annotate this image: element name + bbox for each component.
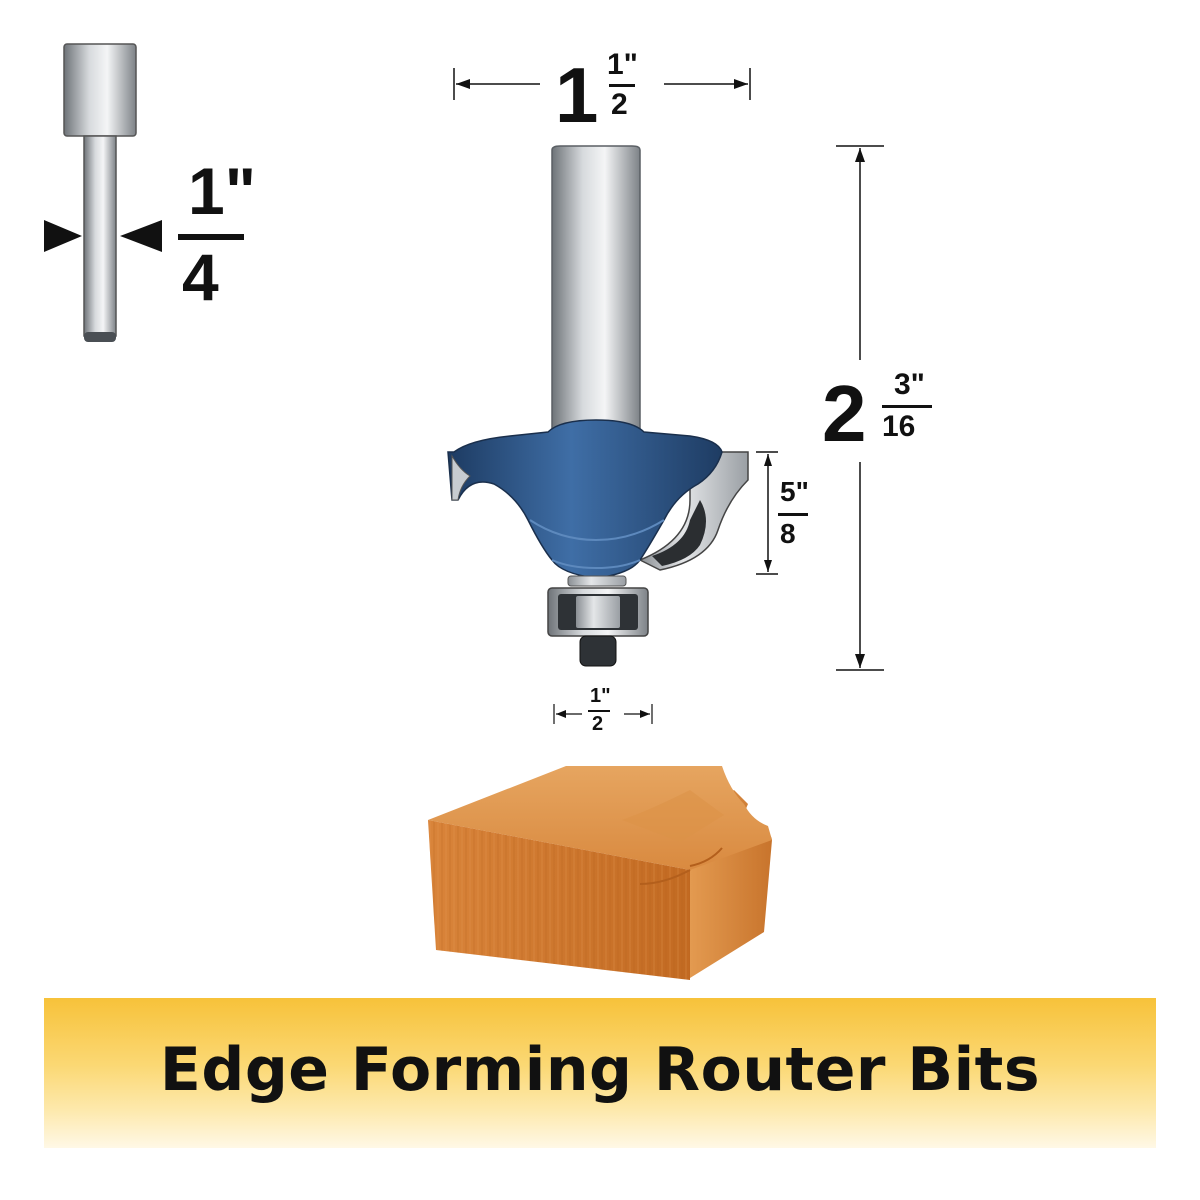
bearing-dimension-line [553, 704, 653, 724]
width-dimension-line [453, 68, 751, 100]
width-whole: 1 [555, 51, 599, 139]
height-dimension-line [836, 145, 884, 671]
bearing-diameter-label: 1" 2 [588, 686, 628, 746]
cut-denominator: 8 [780, 518, 796, 549]
height-fraction-bar [882, 405, 932, 408]
shank-fraction-denominator: 4 [182, 240, 219, 314]
bearing-numerator: 1" [590, 685, 611, 707]
height-whole: 2 [822, 369, 867, 458]
width-fraction-bar [609, 84, 635, 87]
shank-icon [44, 43, 162, 342]
height-denominator: 16 [882, 410, 916, 443]
width-denominator: 2 [611, 88, 628, 121]
banner-title: Edge Forming Router Bits [159, 1035, 1041, 1105]
cut-numerator: 5" [780, 476, 809, 507]
shank-fraction-numerator: 1" [188, 154, 256, 228]
cut-fraction-bar [778, 513, 808, 516]
width-numerator: 1" [607, 48, 638, 81]
shank-diameter-label: 1" 4 [178, 154, 268, 314]
router-bit-icon [447, 145, 749, 667]
shank-fraction-bar [178, 234, 244, 240]
height-numerator: 3" [894, 368, 925, 401]
wood-block-icon [428, 766, 772, 980]
cutting-height-label: 5" 8 [778, 478, 828, 558]
title-banner: Edge Forming Router Bits [44, 998, 1156, 1148]
overall-height-label: 2 3" 16 [822, 368, 952, 458]
cut-height-dimension-line [756, 451, 778, 575]
overall-width-label: 1 1" 2 [555, 48, 665, 135]
bearing-fraction-bar [588, 710, 610, 712]
bearing-denominator: 2 [592, 713, 604, 735]
